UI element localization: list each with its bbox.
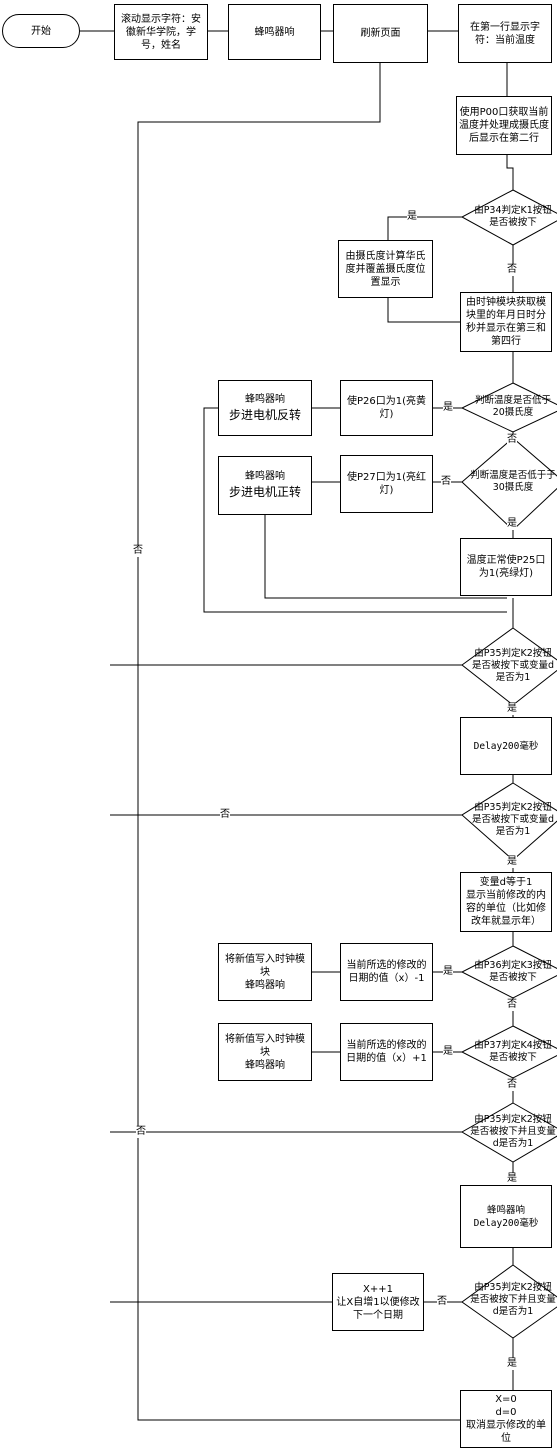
low-yes-label: 是: [443, 402, 453, 414]
increment-step: 当前所选的修改的日期的值（x）+1: [340, 1023, 433, 1081]
high-yes-label: 是: [507, 518, 517, 530]
show-unit-label: 变量d等于1 显示当前修改的内容的单位（比如修改年就显示年）: [466, 877, 546, 927]
clock-step: 由时钟模块获取模块里的年月日时分秒并显示在第三和第四行: [460, 292, 552, 352]
k2-check-3-yes: 是: [507, 1173, 517, 1185]
k2-check-4-yes: 是: [507, 1358, 517, 1370]
low-no-label: 否: [507, 434, 517, 446]
yellow-led-label: 使P26口为1(亮黄灯): [346, 396, 427, 420]
k2-check-2-yes: 是: [507, 856, 517, 868]
refresh-step: 刷新页面: [333, 4, 428, 63]
k3-yes-label: 是: [443, 966, 453, 978]
k2-check-4-label: 由P35判定K2按钮是否被按下并且变量d是否为1: [470, 1282, 556, 1317]
x-increment-step: X++1 让X自增1以便修改下一个日期: [332, 1273, 424, 1331]
yellow-led-step: 使P26口为1(亮黄灯): [340, 380, 433, 436]
scroll-text-step: 滚动显示字符：安徽新华学院，学号，姓名: [114, 4, 208, 60]
motor-reverse-label: 步进电机反转: [228, 407, 301, 422]
k1-label: 由P34判定K1按钮是否被按下: [474, 205, 552, 228]
decrement-label: 当前所选的修改的日期的值（x）-1: [346, 960, 427, 984]
k2-check-4: 由P35判定K2按钮是否被按下并且变量d是否为1: [470, 1276, 556, 1324]
increment-label: 当前所选的修改的日期的值（x）+1: [346, 1040, 427, 1064]
motor-forward-buzzer: 蜂鸣器响: [245, 471, 285, 482]
k2-check-4-no: 否: [437, 1296, 447, 1308]
green-led-label: 温度正常使P25口为1(亮绿灯): [466, 555, 546, 579]
motor-reverse-buzzer: 蜂鸣器响: [245, 393, 285, 405]
buzz-delay-step: 蜂鸣器响 Delay200毫秒: [460, 1185, 552, 1248]
buzzer-label: 蜂鸣器响: [254, 26, 295, 38]
fahrenheit-label: 由摄氏度计算华氏度并覆盖摄氏度位置显示: [345, 250, 426, 288]
loop-no-label-2: 否: [136, 1126, 146, 1138]
write-clock-step-2: 将新值写入时钟模块 蜂鸣器响: [218, 1023, 312, 1081]
k1-yes-label: 是: [407, 211, 417, 223]
red-led-step: 使P27口为1(亮红灯): [340, 455, 433, 513]
k2-check-2: 由P35判定K2按钮是否被按下或变量d是否为1: [470, 794, 556, 846]
k3-label: 由P36判定K3按钮是否被按下: [474, 960, 552, 983]
k4-label: 由P37判定K4按钮是否被按下: [474, 1040, 552, 1063]
write-clock-label-2: 将新值写入时钟模块 蜂鸣器响: [225, 1033, 305, 1071]
high-temp-label: 判断温度是否低于于30摄氏度: [470, 470, 556, 493]
row1-label: 在第一行显示字符：当前温度: [470, 21, 540, 46]
k2-check-1-label: 由P35判定K2按钮是否被按下或变量d是否为1: [471, 648, 555, 683]
motor-forward-label: 步进电机正转: [228, 485, 301, 499]
start-label: 开始: [31, 25, 51, 37]
reset-step: X=0 d=0 取消显示修改的单位: [460, 1390, 552, 1448]
k2-check-1-yes: 是: [507, 703, 517, 715]
red-led-label: 使P27口为1(亮红灯): [346, 472, 427, 496]
k1-no-label: 否: [507, 264, 517, 276]
k3-no-label: 否: [507, 999, 517, 1011]
read-temp-step: 使用P00口获取当前温度并处理成摄氏度后显示在第二行: [456, 96, 552, 155]
k2-check-3-label: 由P35判定K2按钮是否被按下并且变量d是否为1: [470, 1114, 556, 1149]
clock-label: 由时钟模块获取模块里的年月日时分秒并显示在第三和第四行: [466, 297, 546, 347]
high-temp-decision: 判断温度是否低于于30摄氏度: [470, 460, 556, 504]
loop-no-label-1: 否: [133, 545, 143, 557]
buzz-delay-label: 蜂鸣器响 Delay200毫秒: [473, 1204, 539, 1229]
motor-reverse-step: 蜂鸣器响 步进电机反转: [218, 380, 312, 436]
green-led-step: 温度正常使P25口为1(亮绿灯): [460, 538, 552, 596]
delay-step: Delay200毫秒: [460, 717, 552, 775]
low-temp-decision: 判断温度是否低于20摄氏度: [470, 392, 556, 422]
delay-label: Delay200毫秒: [473, 740, 539, 752]
buzzer-step: 蜂鸣器响: [228, 4, 321, 60]
k2-check-2-no: 否: [220, 809, 230, 821]
row1-step: 在第一行显示字符：当前温度: [458, 4, 552, 63]
k3-decision: 由P36判定K3按钮是否被按下: [470, 958, 556, 986]
read-temp-label: 使用P00口获取当前温度并处理成摄氏度后显示在第二行: [459, 107, 549, 144]
x-increment-label: X++1 让X自增1以便修改下一个日期: [336, 1283, 420, 1321]
k2-check-1: 由P35判定K2按钮是否被按下或变量d是否为1: [470, 640, 556, 692]
refresh-label: 刷新页面: [360, 28, 401, 39]
high-no-label: 否: [441, 476, 451, 488]
reset-label: X=0 d=0 取消显示修改的单位: [466, 1394, 546, 1444]
motor-forward-step: 蜂鸣器响 步进电机正转: [218, 456, 312, 515]
scroll-text-label: 滚动显示字符：安徽新华学院，学号，姓名: [121, 13, 201, 51]
k1-decision: 由P34判定K1按钮是否被按下: [470, 200, 556, 234]
write-clock-label-1: 将新值写入时钟模块 蜂鸣器响: [225, 953, 305, 991]
show-unit-step: 变量d等于1 显示当前修改的内容的单位（比如修改年就显示年）: [460, 872, 552, 932]
k4-no-label: 否: [507, 1079, 517, 1091]
low-temp-label: 判断温度是否低于20摄氏度: [474, 395, 551, 418]
fahrenheit-step: 由摄氏度计算华氏度并覆盖摄氏度位置显示: [338, 240, 433, 298]
decrement-step: 当前所选的修改的日期的值（x）-1: [340, 943, 433, 1001]
write-clock-step-1: 将新值写入时钟模块 蜂鸣器响: [218, 943, 312, 1001]
k2-check-2-label: 由P35判定K2按钮是否被按下或变量d是否为1: [471, 802, 555, 837]
k2-check-3: 由P35判定K2按钮是否被按下并且变量d是否为1: [470, 1108, 556, 1156]
k4-yes-label: 是: [443, 1046, 453, 1058]
start-terminal: 开始: [2, 14, 80, 48]
k4-decision: 由P37判定K4按钮是否被按下: [470, 1038, 556, 1066]
